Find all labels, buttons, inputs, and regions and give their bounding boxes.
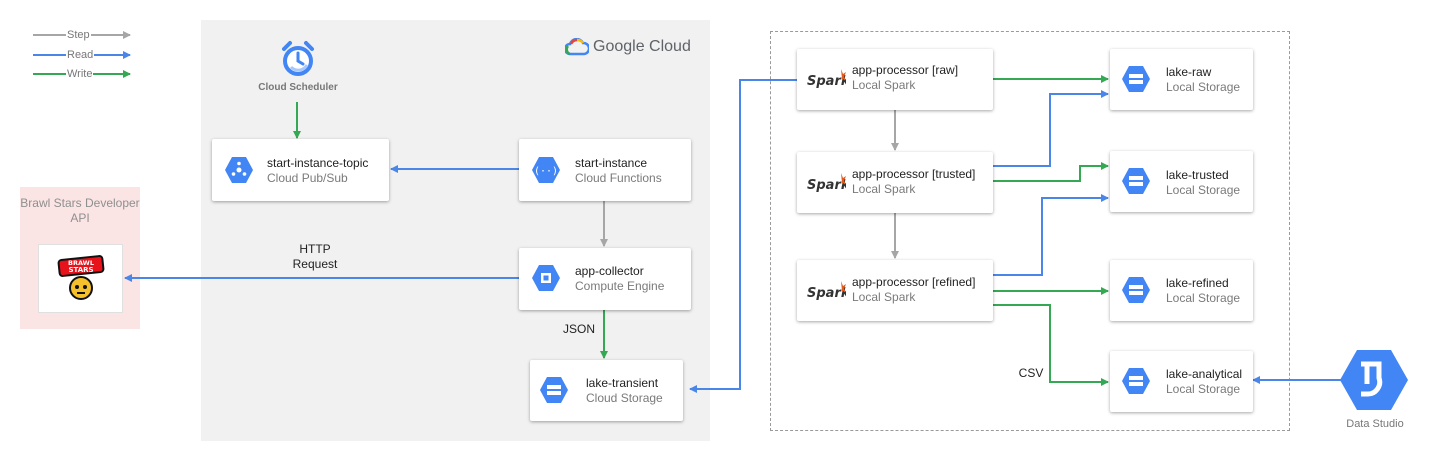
csv-label: CSV <box>1018 366 1044 380</box>
edge-proctrusted-to-laketrusted <box>993 162 1109 182</box>
lake-refined-name: lake-refined <box>1166 276 1229 290</box>
legend-step-label: Step <box>66 29 91 41</box>
edge-proctrusted-to-lakeraw <box>993 90 1109 167</box>
lake-analytical-type: Local Storage <box>1166 382 1241 396</box>
brawl-stars-api-title: Brawl Stars Developer API <box>20 196 140 225</box>
processor-trusted-name: app-processor [trusted] <box>852 167 976 181</box>
node-app-collector[interactable]: app-collector Compute Engine <box>519 248 691 310</box>
edge-procrefined-to-laketrusted <box>993 194 1109 276</box>
data-studio-label: Data Studio <box>1346 418 1404 430</box>
legend-read-label: Read <box>66 49 95 61</box>
google-cloud-icon <box>565 38 589 56</box>
node-lake-raw[interactable]: lake-raw Local Storage <box>1110 49 1253 110</box>
http-request-label: HTTP Request <box>280 242 350 272</box>
storage-icon <box>1122 368 1150 394</box>
processor-refined-name: app-processor [refined] <box>852 275 976 289</box>
cloud-scheduler-icon <box>282 41 314 76</box>
node-processor-refined[interactable]: Spark app-processor [refined] Local Spar… <box>797 260 993 321</box>
node-lake-analytical[interactable]: lake-analytical Local Storage <box>1110 351 1253 412</box>
node-processor-trusted[interactable]: Spark app-processor [trusted] Local Spar… <box>797 152 993 213</box>
lake-analytical-name: lake-analytical <box>1166 367 1243 381</box>
storage-icon <box>1122 277 1150 303</box>
node-start-instance[interactable]: (··) start-instance Cloud Functions <box>519 139 691 201</box>
svg-text:(··): (··) <box>534 166 558 177</box>
processor-raw-name: app-processor [raw] <box>852 63 959 77</box>
lake-trusted-name: lake-trusted <box>1166 168 1229 182</box>
json-label: JSON <box>562 322 595 336</box>
pubsub-icon <box>225 157 253 183</box>
svg-text:Spark: Spark <box>807 178 846 193</box>
brawl-stars-skull-icon: BRAWL STARS <box>57 254 104 300</box>
node-lake-trusted[interactable]: lake-trusted Local Storage <box>1110 151 1253 212</box>
compute-engine-icon <box>532 265 560 291</box>
start-instance-name: start-instance <box>575 156 648 170</box>
lake-raw-type: Local Storage <box>1166 80 1241 94</box>
cloud-functions-icon: (··) <box>532 157 560 183</box>
app-collector-type: Compute Engine <box>575 279 665 293</box>
storage-icon <box>1122 66 1150 92</box>
local-environment-boundary <box>770 31 1290 431</box>
node-lake-refined[interactable]: lake-refined Local Storage <box>1110 260 1253 321</box>
lake-raw-name: lake-raw <box>1166 65 1212 79</box>
app-collector-name: app-collector <box>575 264 644 278</box>
edge-procraw-to-transient <box>689 79 797 393</box>
pubsub-type: Cloud Pub/Sub <box>267 171 348 185</box>
start-instance-type: Cloud Functions <box>575 171 662 185</box>
processor-raw-type: Local Spark <box>852 78 916 92</box>
processor-trusted-type: Local Spark <box>852 182 916 196</box>
node-pubsub[interactable]: start-instance-topic Cloud Pub/Sub <box>212 139 389 201</box>
lake-transient-name: lake-transient <box>586 376 659 390</box>
pubsub-name: start-instance-topic <box>267 156 369 170</box>
logo-text-line2: STARS <box>68 266 93 274</box>
cloud-storage-icon <box>540 377 568 403</box>
svg-text:Spark: Spark <box>807 286 846 301</box>
logo-text-line1: BRAWL <box>67 259 93 267</box>
svg-text:Spark: Spark <box>807 74 846 89</box>
http-label-line2: Request <box>292 257 338 271</box>
brawl-stars-logo: BRAWL STARS <box>38 244 123 313</box>
node-processor-raw[interactable]: Spark app-processor [raw] Local Spark <box>797 49 993 110</box>
processor-refined-type: Local Spark <box>852 290 916 304</box>
google-cloud-brand-text: Google Cloud <box>593 38 691 55</box>
lake-refined-type: Local Storage <box>1166 291 1241 305</box>
spark-icon: Spark <box>807 173 846 193</box>
lake-trusted-type: Local Storage <box>1166 183 1241 197</box>
lake-transient-type: Cloud Storage <box>586 391 663 405</box>
http-label-line1: HTTP <box>299 242 331 256</box>
google-cloud-logo: Google Cloud <box>565 38 691 56</box>
storage-icon <box>1122 168 1150 194</box>
cloud-scheduler-label: Cloud Scheduler <box>258 82 338 93</box>
spark-icon: Spark <box>807 281 846 301</box>
node-lake-transient[interactable]: lake-transient Cloud Storage <box>530 360 683 421</box>
spark-icon: Spark <box>807 69 846 89</box>
data-studio-icon[interactable] <box>1339 348 1409 412</box>
edge-procrefined-to-lakeanalytical <box>993 304 1109 386</box>
legend-write-label: Write <box>66 68 94 80</box>
